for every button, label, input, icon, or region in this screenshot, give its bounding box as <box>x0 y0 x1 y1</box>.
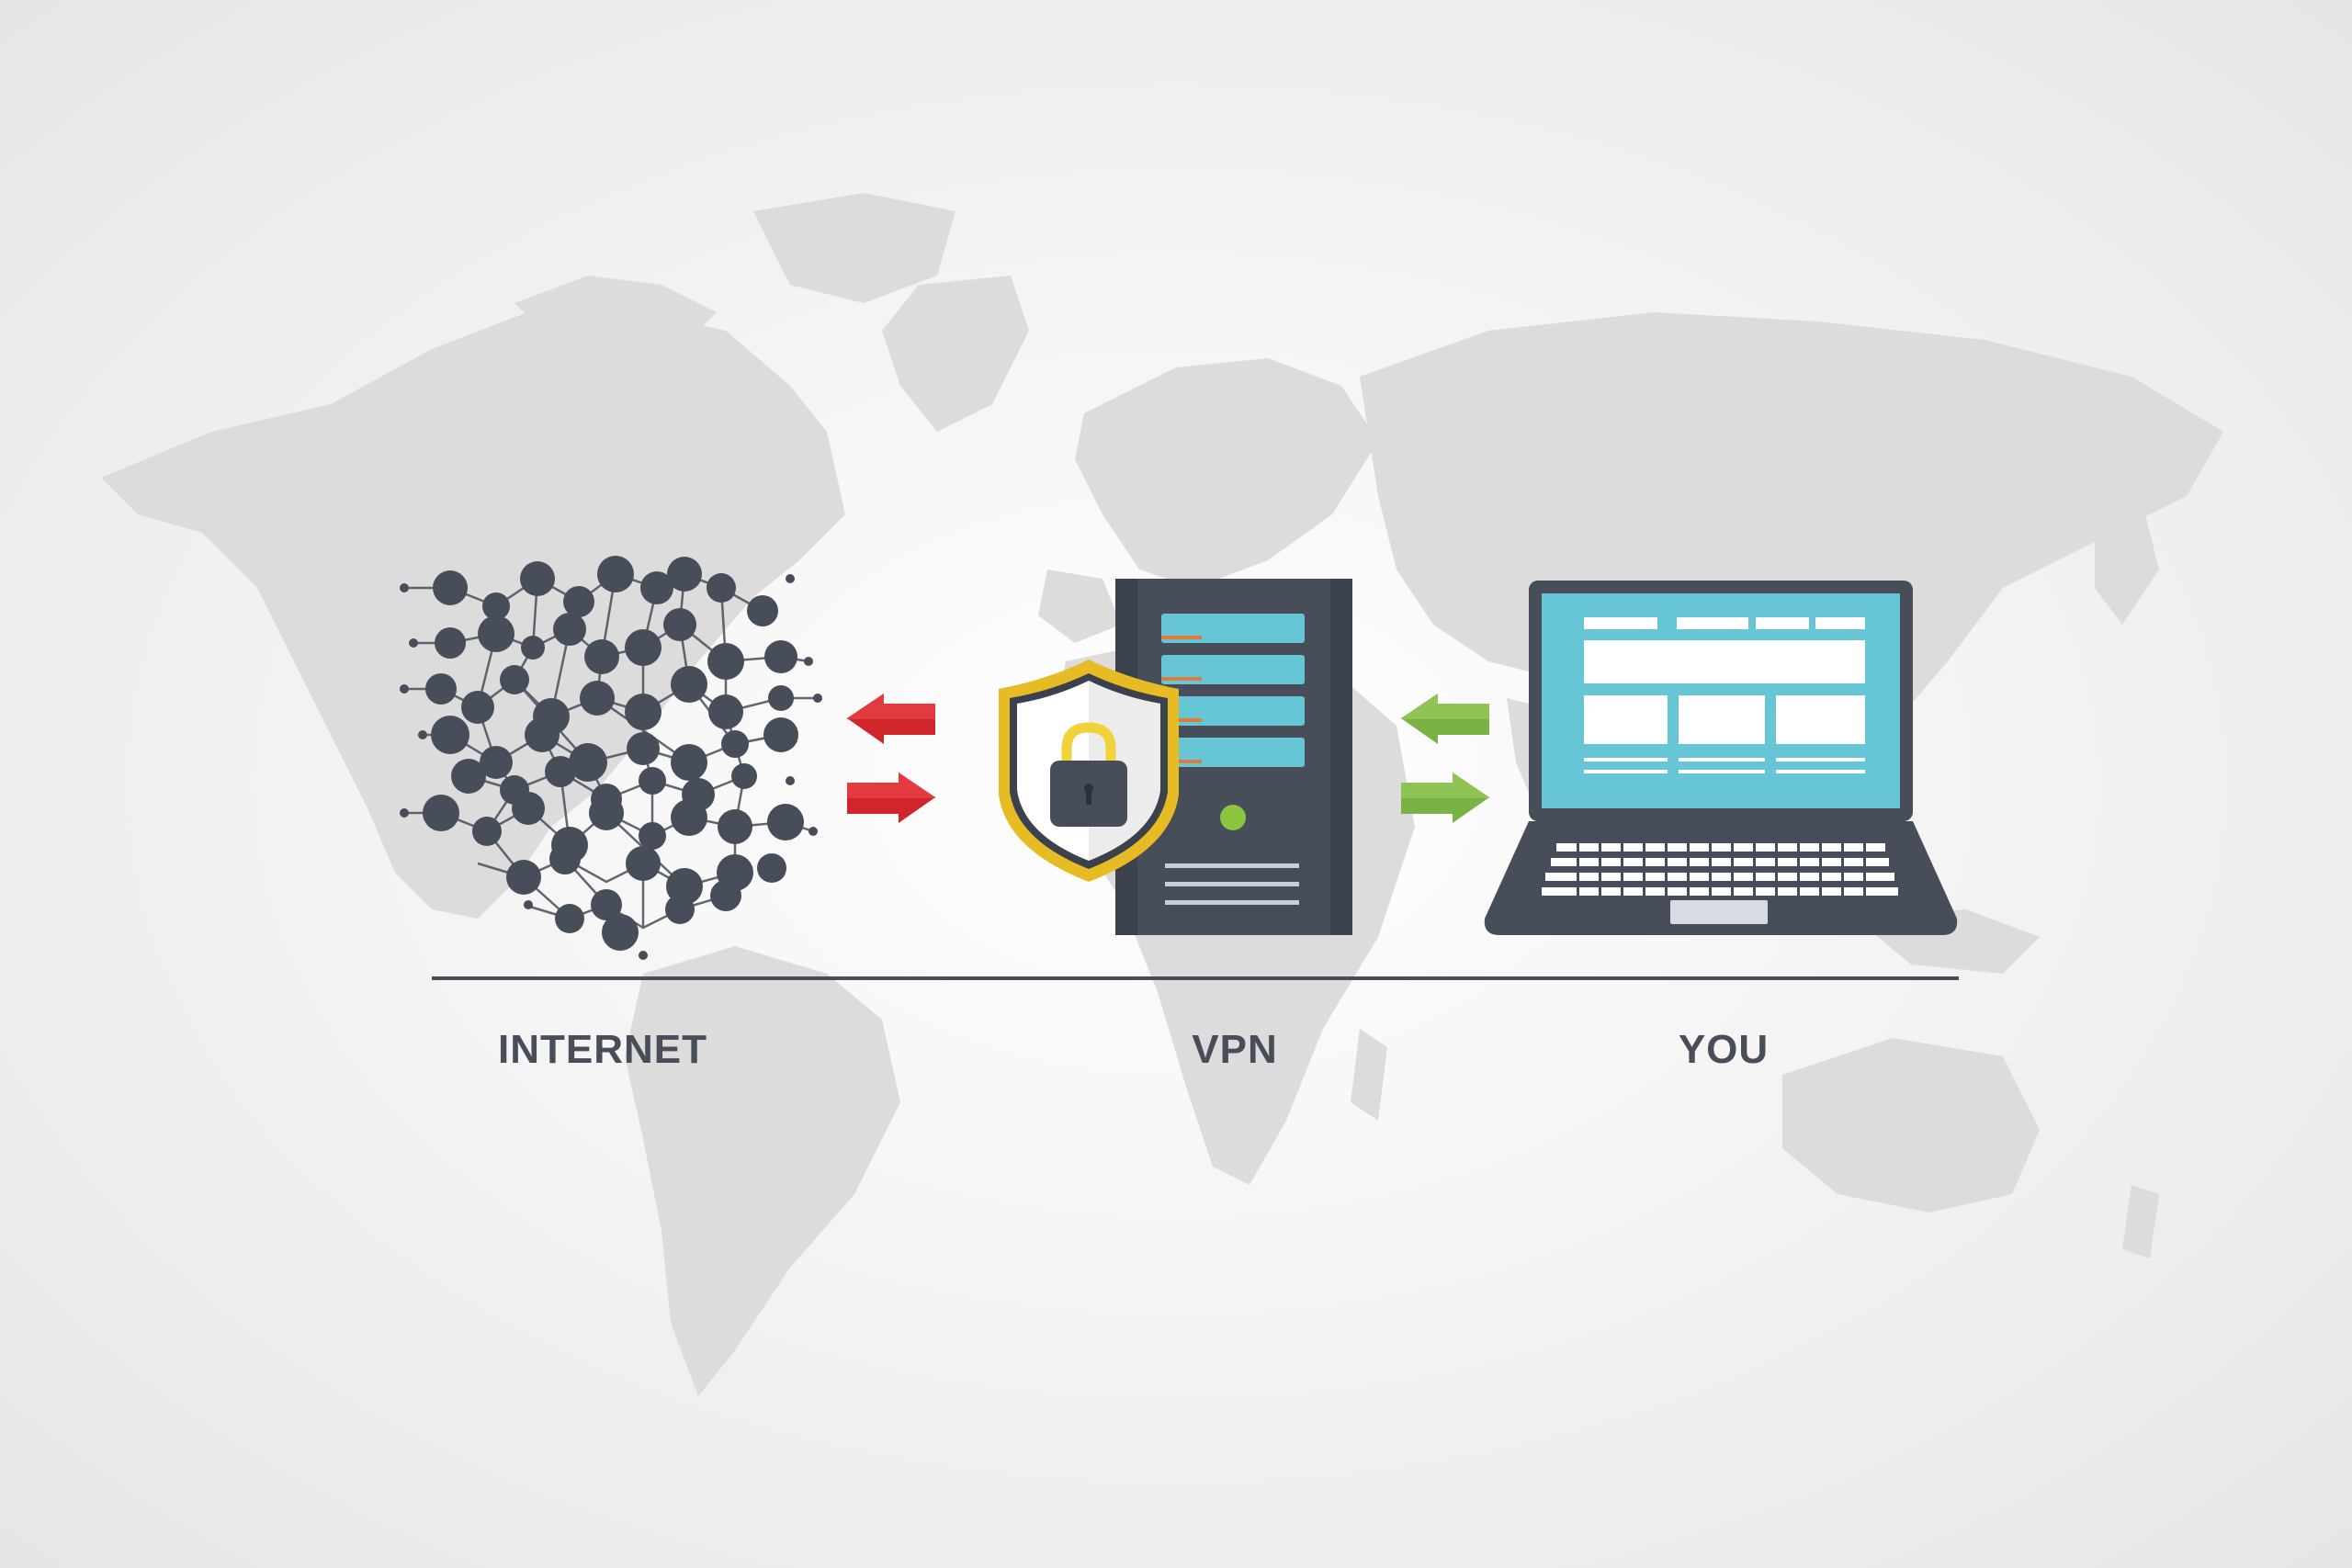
arrow-left-icon <box>847 694 935 744</box>
network-cluster-icon <box>400 556 822 960</box>
shield-lock-icon <box>999 660 1179 882</box>
arrow-right-icon <box>1401 773 1489 823</box>
baseline-divider <box>432 976 1959 980</box>
internet-label: INTERNET <box>498 1027 707 1072</box>
vpn-label: VPN <box>1192 1027 1278 1072</box>
you-label: YOU <box>1678 1027 1770 1072</box>
arrow-right-icon <box>847 773 935 823</box>
laptop-icon <box>1484 581 1958 935</box>
arrow-left-icon <box>1401 694 1489 744</box>
